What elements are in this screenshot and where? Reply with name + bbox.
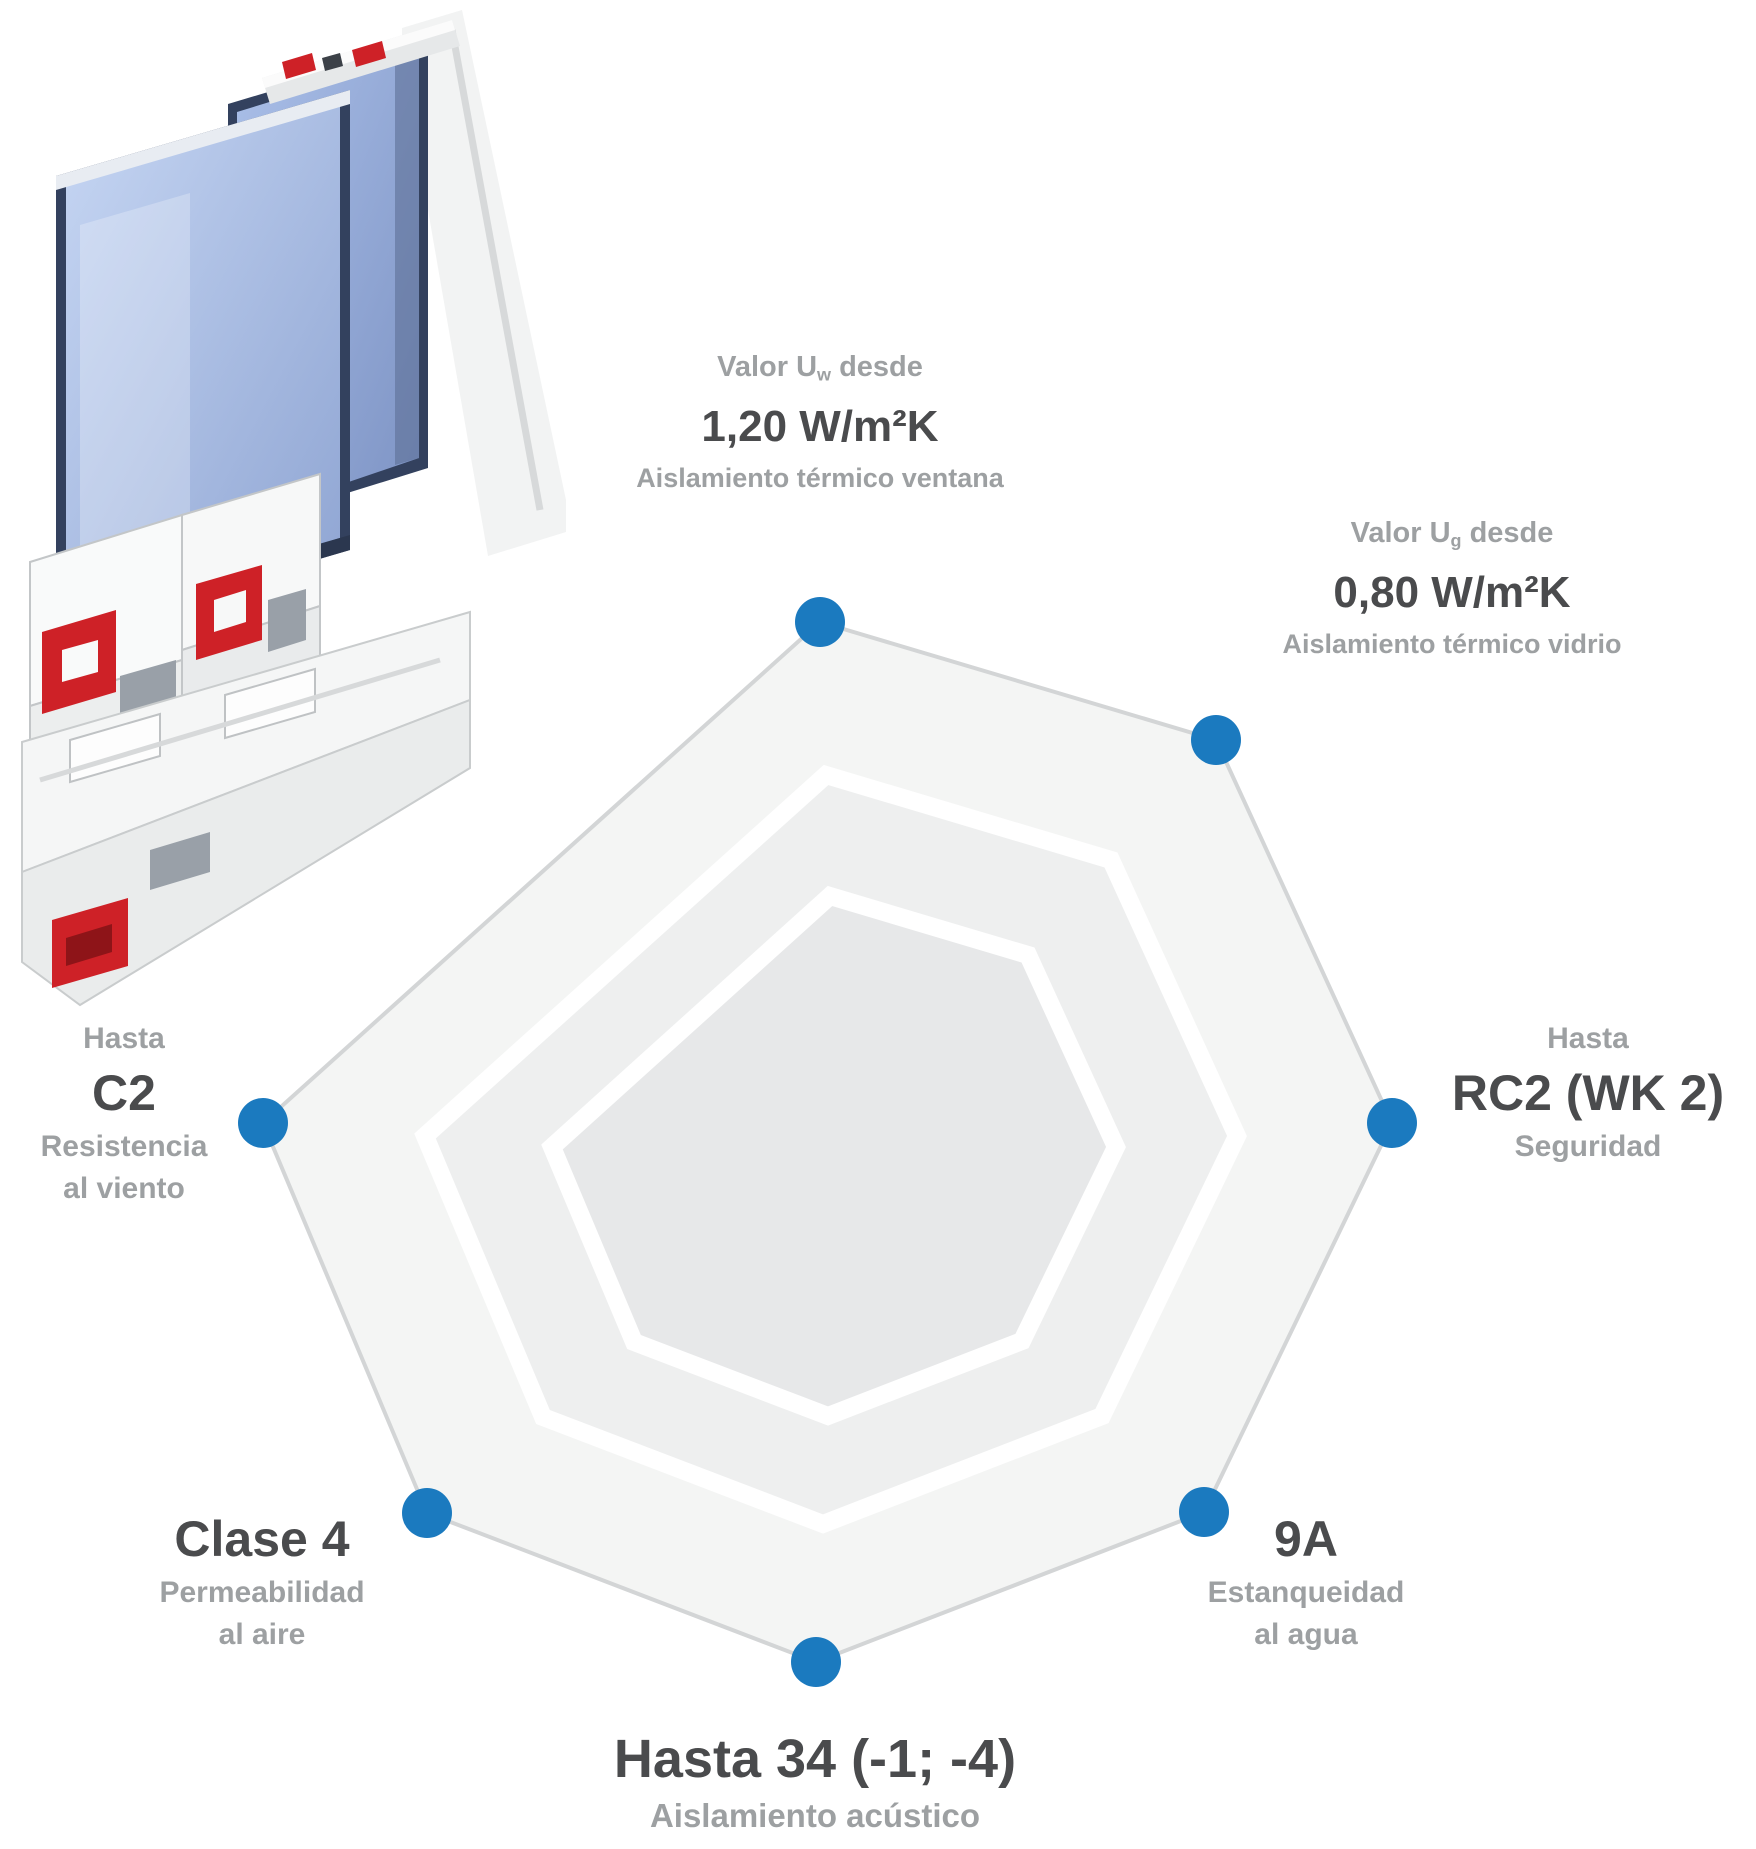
axis-subtitle: al viento [63,1172,185,1205]
axis-value: RC2 (WK 2) [1451,1065,1725,1121]
axis-value: Hasta 34 (-1; -4) [613,1729,1017,1789]
axis-title: Hasta [83,1022,165,1055]
axis-subtitle: Resistencia [40,1130,208,1163]
glass-pane-back-inner-edge [395,56,419,465]
gasket-notch-front [62,640,98,682]
frame-cut-line [39,657,441,783]
top-gasket-red-1 [282,53,316,79]
axis-label-right: Hasta RC2 (WK 2) Seguridad [1452,1018,1724,1168]
steel-reinforcement-frame [150,832,210,890]
axis-subtitle: Seguridad [1514,1130,1662,1163]
series-marker-dots [238,597,1417,1687]
vertex-dot-top-right [1191,715,1241,765]
axis-label-bottom-right: 9A Estanqueidad al agua [1208,1506,1405,1656]
axis-label-left: Hasta C2 Resistencia al viento [41,1018,208,1210]
vertex-dot-bottom [791,1637,841,1687]
vertex-dot-top [795,597,845,647]
grid-ring-inner [541,885,1126,1426]
steel-reinforcement-back [268,589,306,652]
axis-value: C2 [92,1065,156,1121]
axis-subtitle: Aislamiento acústico [649,1797,981,1834]
axis-subtitle: Aislamiento térmico vidrio [1282,629,1622,660]
jamb-shading-line [448,29,544,511]
axis-subtitle: Permeabilidad [159,1576,365,1609]
axis-label-top-right: Valor Ug desde 0,80 W/m²K Aislamiento té… [1282,512,1621,663]
vertex-dot-bottom-left [402,1488,452,1538]
axis-label-bottom: Hasta 34 (-1; -4) Aislamiento acústico [614,1724,1016,1838]
axis-subtitle: al agua [1254,1618,1358,1651]
axis-subtitle: Estanqueidad [1207,1576,1405,1609]
axis-title: Hasta [1547,1022,1629,1055]
glass-pane-front-top-edge [56,90,350,190]
frame-gasket-red-inner [66,924,112,966]
axis-label-bottom-left: Clase 4 Permeabilidad al aire [159,1506,364,1656]
axis-title: Valor Uw desde [717,351,923,385]
vertex-dot-bottom-right [1179,1487,1229,1537]
axis-title: Valor Ug desde [1350,517,1554,551]
axis-value: Clase 4 [174,1511,350,1567]
axis-label-top: Valor Uw desde 1,20 W/m²K Aislamiento té… [636,346,1004,497]
gasket-notch-back [214,590,246,632]
window-profile-render [21,10,566,1007]
vertex-dot-left [238,1098,288,1148]
frame-profile [21,610,471,1007]
vertex-dot-right [1367,1098,1417,1148]
glass-pane-front-reflection [80,193,190,553]
axis-value: 0,80 W/m²K [1333,568,1571,618]
top-hardware-dark [322,53,343,71]
axis-subtitle: Aislamiento térmico ventana [636,463,1004,494]
axis-value: 1,20 W/m²K [701,402,939,452]
top-gasket-red-2 [352,41,386,67]
axis-subtitle: al aire [218,1618,306,1651]
axis-value: 9A [1274,1511,1338,1567]
